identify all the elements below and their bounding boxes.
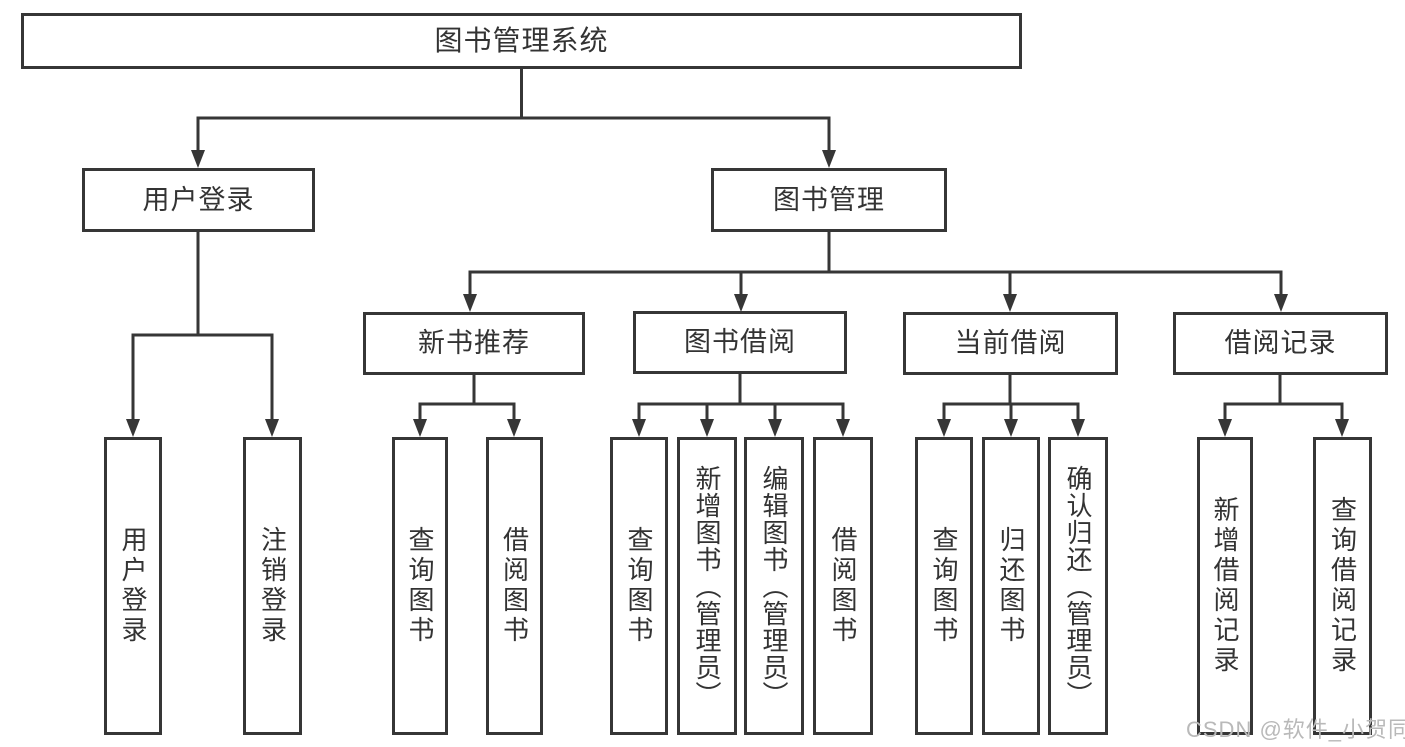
leaf-add-books-admin: 新增图书（管理员）	[677, 437, 737, 735]
leaf-confirm-return-admin: 确认归还（管理员）	[1048, 437, 1108, 735]
leaf-query-books-borrowing: 查询图书	[610, 437, 668, 735]
node-new-book-recommendation: 新书推荐	[363, 312, 585, 375]
leaf-edit-books-admin: 编辑图书（管理员）	[744, 437, 804, 735]
leaf-query-borrowing-record: 查询借阅记录	[1313, 437, 1372, 735]
node-user-login: 用户登录	[82, 168, 315, 232]
leaf-query-books-current: 查询图书	[915, 437, 973, 735]
leaf-borrow-books-borrowing: 借阅图书	[813, 437, 873, 735]
leaf-return-books: 归还图书	[982, 437, 1040, 735]
node-current-borrowing: 当前借阅	[903, 312, 1118, 375]
node-book-borrowing: 图书借阅	[633, 311, 847, 374]
csdn-watermark: CSDN @软件_小贺同学	[1186, 717, 1405, 742]
node-borrowing-records: 借阅记录	[1173, 312, 1388, 375]
node-book-management: 图书管理	[711, 168, 947, 232]
leaf-logout: 注销登录	[243, 437, 302, 735]
leaf-add-borrowing-record: 新增借阅记录	[1197, 437, 1253, 735]
node-library-management-system: 图书管理系统	[21, 13, 1022, 69]
leaf-user-login: 用户登录	[104, 437, 162, 735]
leaf-borrow-books-recommend: 借阅图书	[486, 437, 543, 735]
leaf-query-books-recommend: 查询图书	[392, 437, 448, 735]
